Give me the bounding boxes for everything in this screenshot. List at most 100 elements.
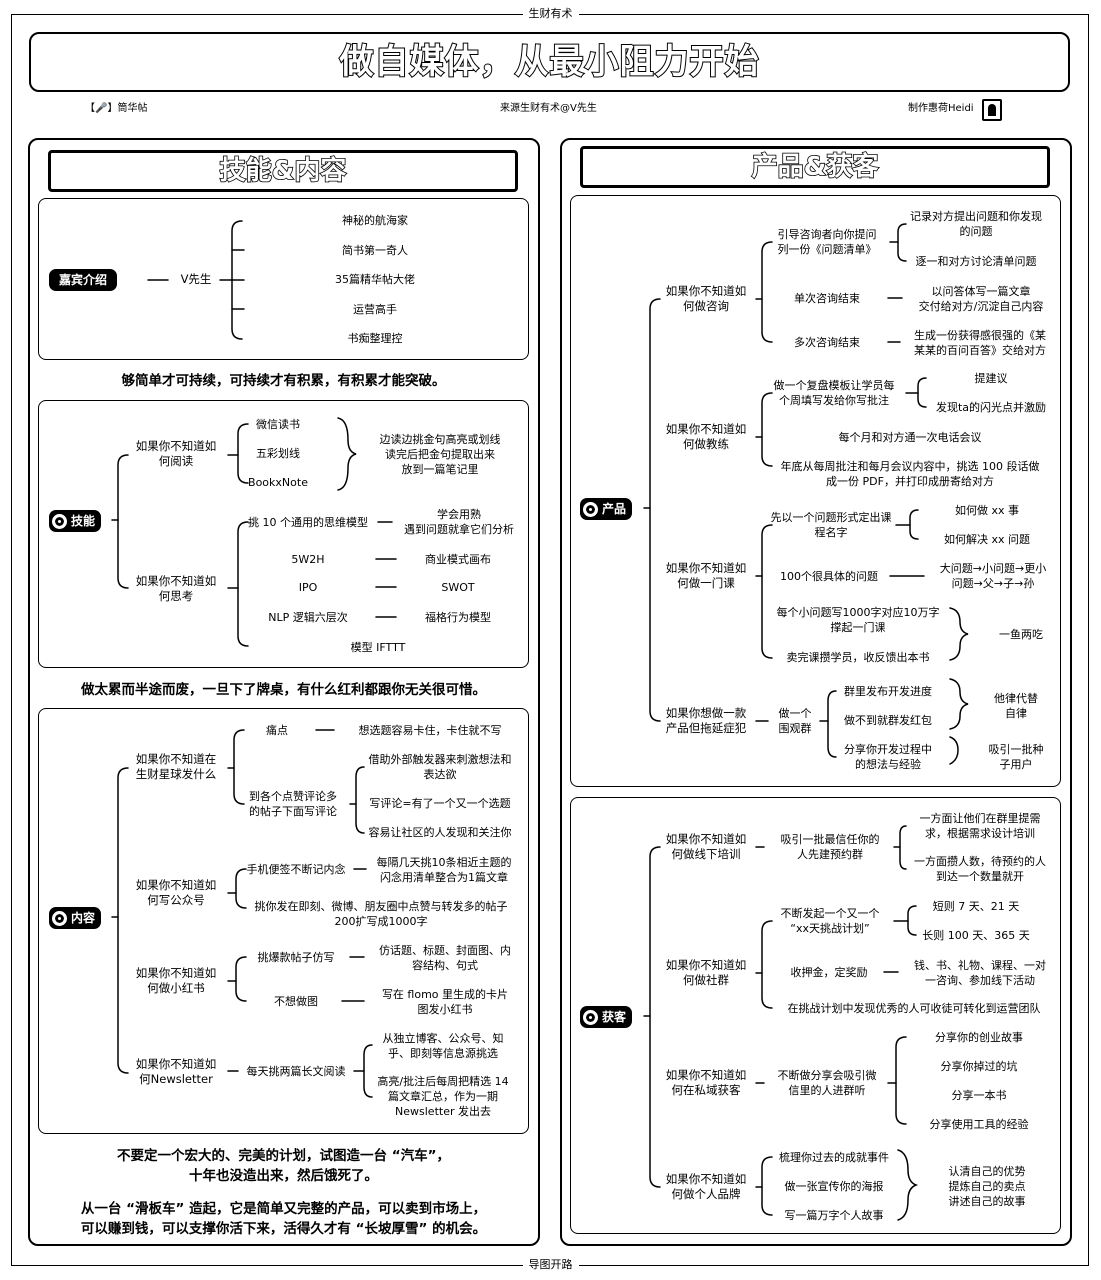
quote-scooter: 从一台 “滑板车” 造起，它是简单又完整的产品，可以卖到市场上， 可以赚到钱，可… bbox=[80, 1201, 487, 1237]
product-note: 他律代替 自律 bbox=[994, 692, 1038, 720]
product-branch: 卖完课攒学员，收反馈出本书 bbox=[786, 651, 930, 664]
content-note: 容易让社区的人发现和关注你 bbox=[368, 826, 512, 839]
product-branch: 引导咨询者向你提问 列一份《问题清单》 bbox=[777, 228, 877, 256]
acquire-note: 分享使用工具的经验 bbox=[929, 1118, 1029, 1131]
content-branch: 挑爆款帖子仿写 bbox=[257, 951, 335, 964]
acquire-question: 如果你不知道如 何在私域获客 bbox=[665, 1068, 747, 1097]
page-title: 做自媒体，从最小阻力开始 bbox=[29, 32, 1070, 92]
content-note: 挑你发在即刻、微博、朋友圈中点赞与转发多的帖子 200扩写成1000字 bbox=[254, 900, 508, 928]
content-branch: 不想做图 bbox=[274, 995, 318, 1008]
model-right: 福格行为模型 bbox=[425, 611, 491, 624]
guest-item: 神秘的航海家 bbox=[342, 214, 408, 227]
product-note: 如何做 xx 事 bbox=[954, 504, 1019, 517]
right-section-title: 产品&获客 bbox=[580, 146, 1050, 188]
acquire-note: 长则 100 天、365 天 bbox=[922, 929, 1030, 942]
content-note: 每隔几天挑10条相近主题的 闪念用清单整合为1篇文章 bbox=[376, 856, 512, 884]
product-note: 大问题→小问题→更小 问题→父→子→孙 bbox=[939, 562, 1047, 590]
skill-panel bbox=[38, 400, 529, 668]
product-note: 逐一和对方讨论清单问题 bbox=[915, 255, 1037, 268]
model-last: 模型 IFTTT bbox=[350, 641, 406, 654]
product-note: 分享你开发过程中 的想法与经验 bbox=[844, 743, 932, 771]
read-note: 边读边挑金句高亮或划线 读完后把金句提取出来 放到一篇笔记里 bbox=[379, 433, 501, 476]
acquire-branch: 梳理你过去的成就事件 bbox=[779, 1151, 889, 1164]
content-branch: 痛点 bbox=[266, 724, 288, 737]
content-note: 写在 flomo 里生成的卡片 图发小红书 bbox=[381, 988, 509, 1016]
acquire-branch: 不断发起一个又一个 “xx天挑战计划” bbox=[780, 907, 880, 935]
acquire-note: 分享你的创业故事 bbox=[935, 1031, 1023, 1044]
think-head-note: 学会用熟 遇到问题就拿它们分析 bbox=[404, 508, 514, 536]
product-branch: 多次咨询结束 bbox=[794, 336, 860, 349]
content-badge-label: 内容 bbox=[71, 911, 96, 925]
top-label: 生财有术 bbox=[522, 7, 579, 21]
product-note: 记录对方提出问题和你发现 的问题 bbox=[910, 210, 1042, 238]
acquire-note: 认清自己的优势 提炼自己的卖点 讲述自己的故事 bbox=[948, 1165, 1026, 1208]
product-panel bbox=[570, 195, 1061, 787]
think-question: 如果你不知道如 何思考 bbox=[135, 574, 217, 603]
content-note: 想选题容易卡住，卡住就不写 bbox=[358, 724, 502, 737]
content-badge: 内容 bbox=[49, 907, 102, 929]
product-note: 做不到就群发红包 bbox=[844, 714, 932, 727]
content-question: 如果你不知道如 何Newsletter bbox=[135, 1057, 217, 1086]
guest-item: 简书第一奇人 bbox=[342, 244, 408, 257]
read-tool: 五彩划线 bbox=[256, 447, 300, 460]
right-column bbox=[560, 138, 1072, 1246]
content-note: 从独立博客、公众号、知 乎、即刻等信息源挑选 bbox=[382, 1032, 504, 1060]
acquire-question: 如果你不知道如 何做个人品牌 bbox=[665, 1172, 747, 1201]
model-left: IPO bbox=[298, 581, 318, 594]
model-right: SWOT bbox=[441, 581, 475, 594]
meta-source: 来源生财有术@V先生 bbox=[500, 103, 597, 114]
author-avatar bbox=[982, 99, 1002, 121]
left-section-title: 技能&内容 bbox=[48, 150, 518, 192]
model-right: 商业模式画布 bbox=[425, 553, 491, 566]
guest-item: 运营高手 bbox=[353, 303, 397, 316]
guest-name: V先生 bbox=[180, 272, 212, 286]
acquire-badge: 获客 bbox=[580, 1006, 633, 1028]
product-badge-label: 产品 bbox=[602, 502, 627, 516]
product-branch: 每个小问题写1000字对应10万字 撑起一门课 bbox=[776, 606, 940, 634]
model-left: 5W2H bbox=[291, 553, 325, 566]
product-note: 发现ta的闪光点并激励 bbox=[935, 401, 1047, 414]
content-note: 高亮/批注后每周把精选 14 篇文章汇总，作为一期 Newsletter 发出去 bbox=[377, 1075, 509, 1118]
content-note: 仿话题、标题、封面图、内 容结构、句式 bbox=[379, 944, 511, 972]
quote-simple: 够简单才可持续，可持续才有积累，有积累才能突破。 bbox=[121, 373, 446, 389]
acquire-branch: 收押金，定奖励 bbox=[790, 966, 868, 979]
acquire-note: 钱、书、礼物、课程、一对 一咨询、参加线下活动 bbox=[914, 959, 1046, 987]
content-branch: 到各个点赞评论多 的帖子下面写评论 bbox=[249, 790, 337, 818]
acquire-badge-label: 获客 bbox=[602, 1010, 627, 1024]
read-question: 如果你不知道如 何阅读 bbox=[135, 439, 217, 468]
guest-item: 35篇精华帖大佬 bbox=[335, 273, 415, 286]
content-branch: 每天挑两篇长文阅读 bbox=[246, 1065, 346, 1078]
acquire-branch: 做一张宣传你的海报 bbox=[784, 1180, 884, 1193]
product-note: 一鱼两吃 bbox=[999, 628, 1043, 641]
product-question: 如果你不知道如 何做一门课 bbox=[665, 561, 747, 590]
product-branch: 单次咨询结束 bbox=[794, 292, 860, 305]
acquire-panel bbox=[570, 797, 1061, 1234]
product-branch: 每个月和对方通一次电话会议 bbox=[838, 431, 982, 444]
acquire-note: 短则 7 天、21 天 bbox=[932, 900, 1020, 913]
target-icon bbox=[583, 1009, 598, 1025]
think-head: 挑 10 个通用的思维模型 bbox=[248, 516, 368, 529]
acquire-question: 如果你不知道如 何做社群 bbox=[665, 958, 747, 987]
target-icon bbox=[583, 501, 598, 517]
skill-badge-label: 技能 bbox=[71, 514, 96, 528]
acquire-branch: 不断做分享会吸引微 信里的人进群听 bbox=[777, 1069, 877, 1097]
bottom-label: 导图开路 bbox=[522, 1258, 579, 1272]
content-panel bbox=[38, 708, 529, 1134]
guest-badge: 嘉宾介绍 bbox=[49, 269, 118, 291]
acquire-note: 一方面攒人数，待预约的人 到达一个数量就开 bbox=[914, 855, 1046, 883]
acquire-branch: 吸引一批最信任你的 人先建预约群 bbox=[780, 833, 880, 861]
guest-item: 书痴整理控 bbox=[347, 332, 403, 345]
read-tool: BookxNote bbox=[248, 476, 308, 489]
content-note: 借助外部触发器来刺激想法和 表达欲 bbox=[368, 753, 512, 781]
product-branch: 做一个 围观群 bbox=[778, 707, 812, 735]
content-branch: 手机便签不断记内念 bbox=[246, 863, 346, 876]
product-question: 如果你不知道如 何做教练 bbox=[665, 422, 747, 451]
product-note: 吸引一批种 子用户 bbox=[988, 743, 1044, 771]
product-question: 如果你想做一款 产品但拖延症犯 bbox=[665, 706, 747, 735]
target-icon bbox=[52, 513, 67, 529]
acquire-note: 一方面让他们在群里提需 求，根据需求设计培训 bbox=[919, 812, 1041, 840]
content-question: 如果你不知道在 生财星球发什么 bbox=[135, 752, 217, 781]
content-note: 写评论=有了一个又一个选题 bbox=[369, 797, 511, 810]
product-note: 以问答体写一篇文章 交付给对方/沉淀自己内容 bbox=[918, 285, 1044, 313]
acquire-branch: 写一篇万字个人故事 bbox=[784, 1209, 884, 1222]
